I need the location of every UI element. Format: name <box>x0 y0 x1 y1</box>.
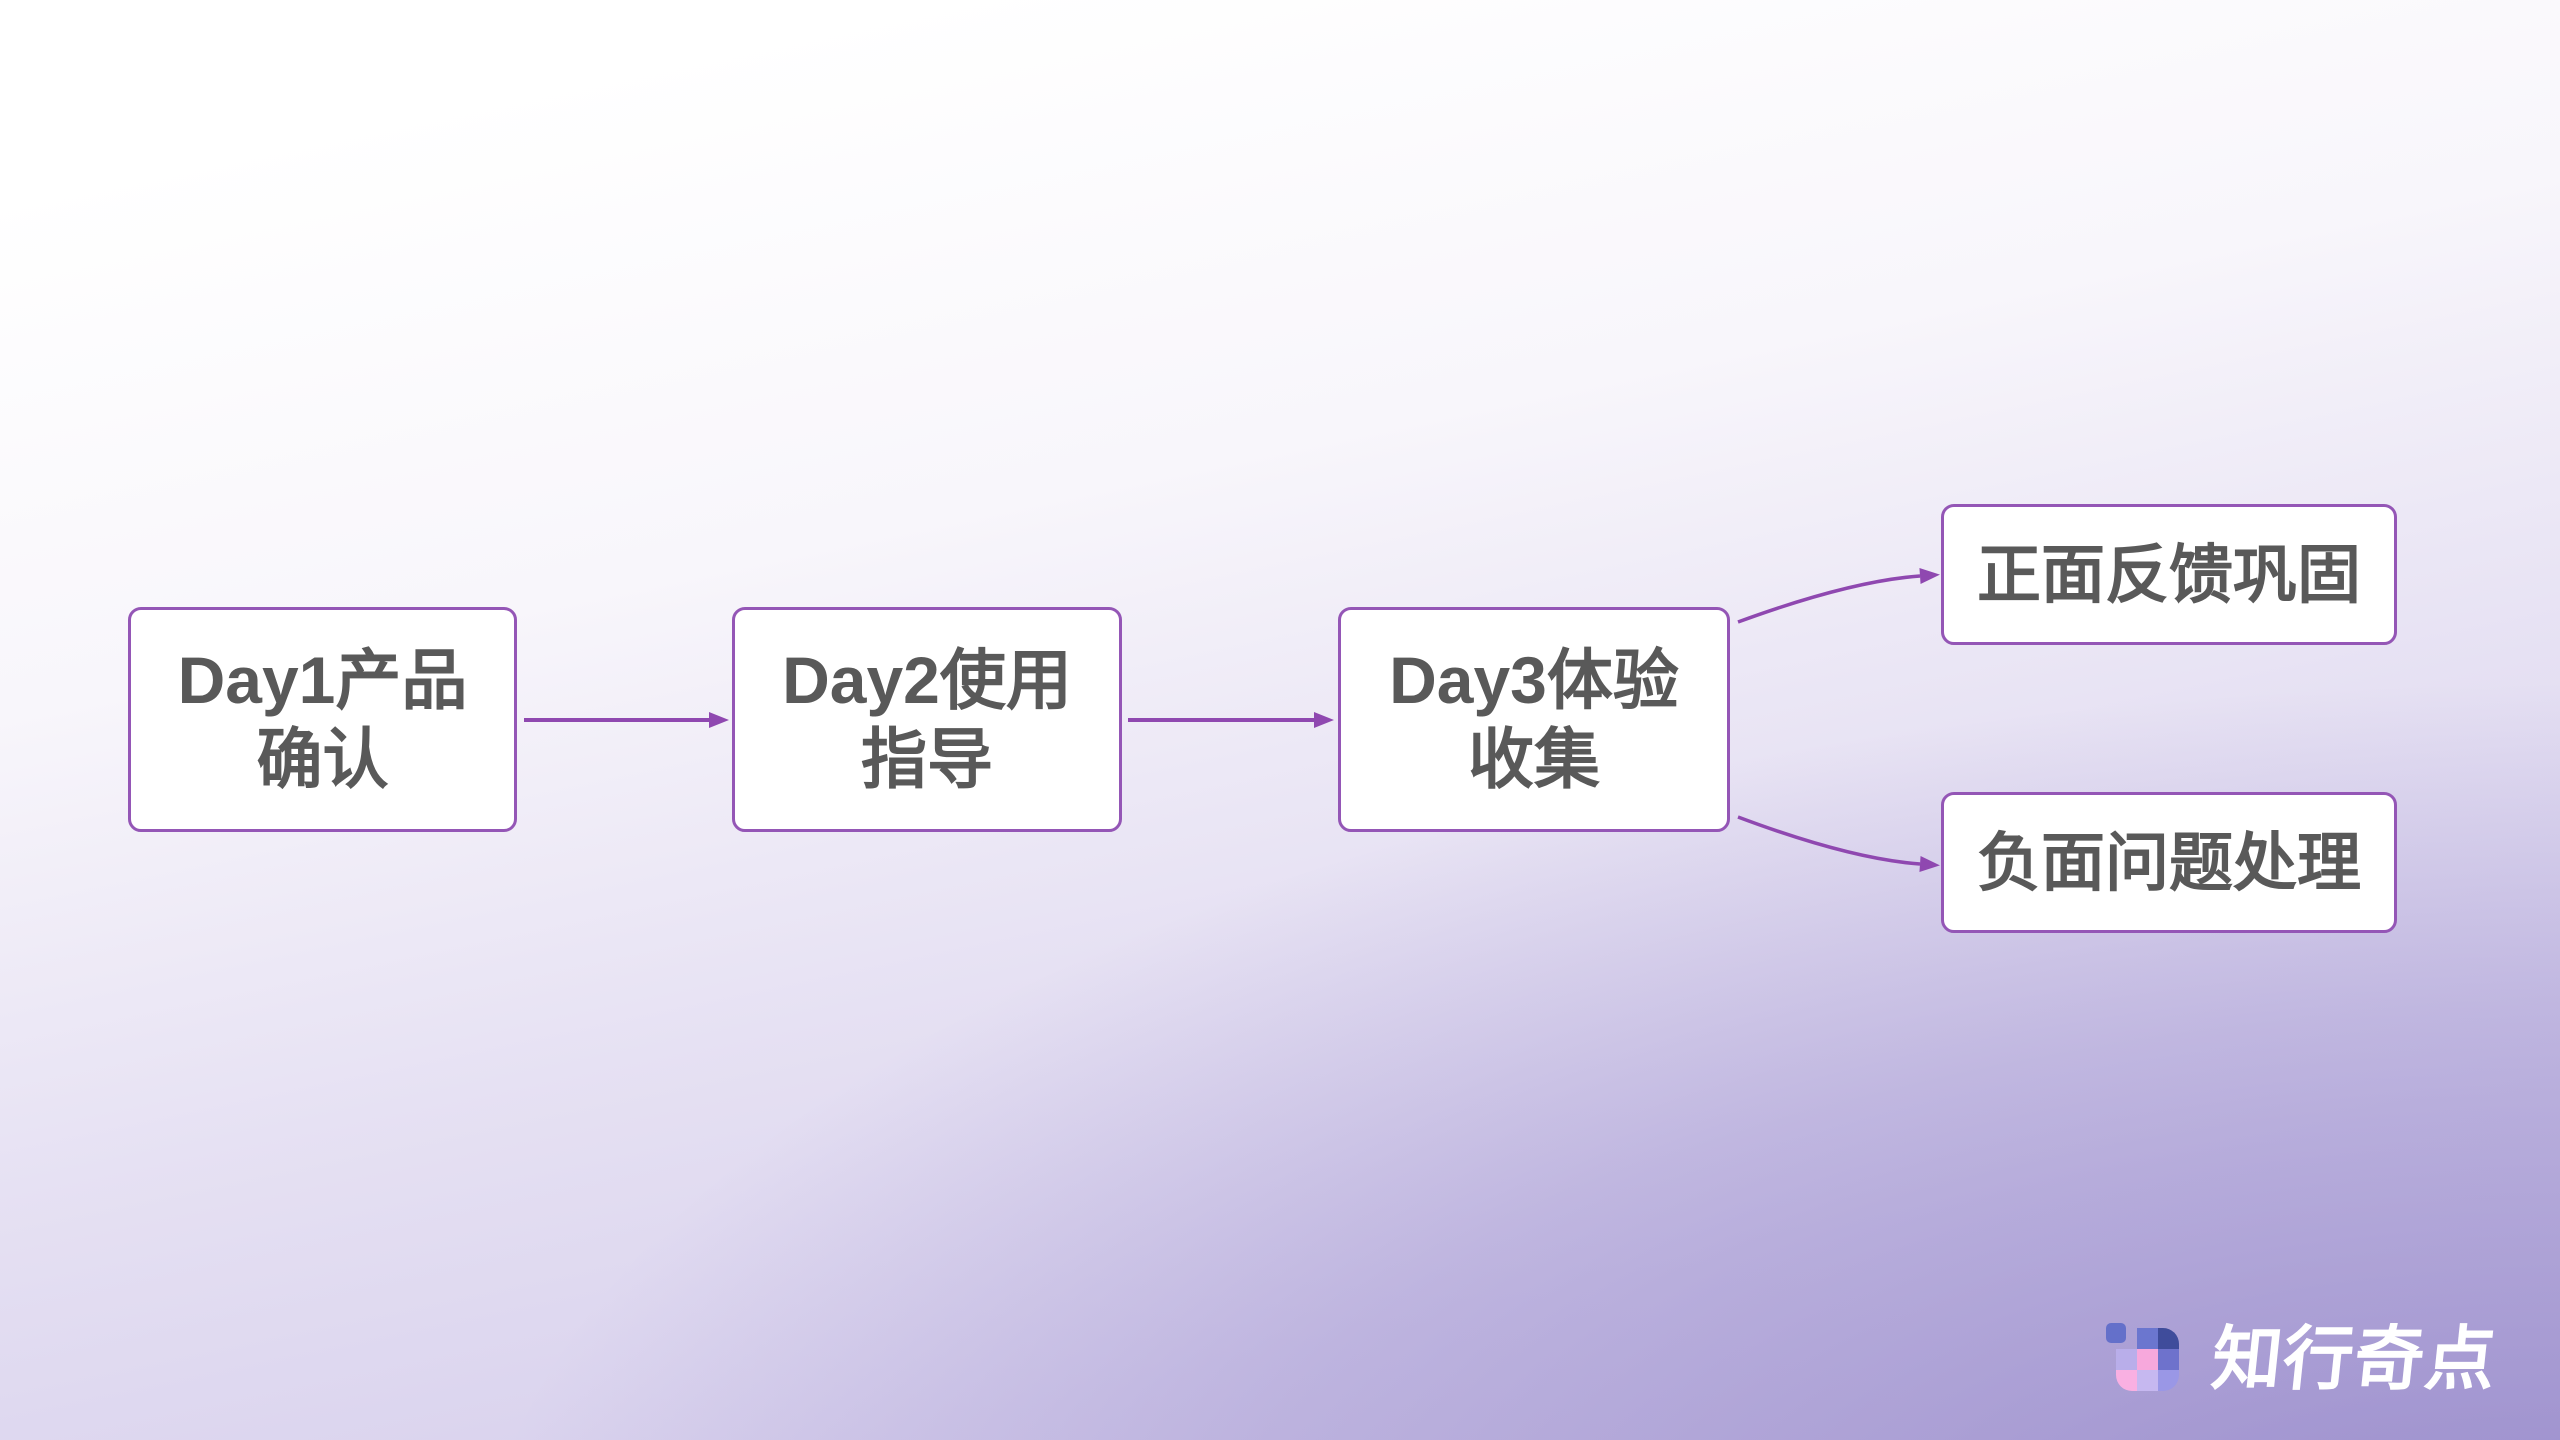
grid-tile <box>2137 1328 2158 1349</box>
flow-node-negative-issues: 负面问题处理 <box>1941 792 2397 933</box>
flow-node-day1-line1: Day1产品 <box>177 642 468 717</box>
flow-node-negative-issues-label: 负面问题处理 <box>1977 826 2361 899</box>
grid-tile-matrix <box>2116 1328 2179 1391</box>
flow-node-day2: Day2使用 指导 <box>732 607 1122 832</box>
arrow-step3-to-positive <box>1737 568 1940 624</box>
flow-node-day1-line2: 确认 <box>256 721 389 796</box>
grid-tile <box>2116 1349 2137 1370</box>
grid-tile-empty <box>2116 1328 2137 1349</box>
brand-watermark: 知行奇点 <box>2104 1312 2501 1398</box>
grid-tile-detached <box>2106 1323 2126 1343</box>
flow-node-day2-line1: Day2使用 <box>782 642 1072 717</box>
grid-tile <box>2158 1370 2179 1391</box>
grid-tile <box>2137 1370 2158 1391</box>
arrow-step3-to-negative <box>1737 815 1940 872</box>
flow-node-day1: Day1产品 确认 <box>128 607 517 832</box>
flow-node-day3-line1: Day3体验 <box>1389 642 1679 717</box>
flow-node-day3: Day3体验 收集 <box>1338 607 1730 832</box>
brand-name: 知行奇点 <box>2208 1319 2501 1398</box>
flow-node-day2-line2: 指导 <box>861 721 993 796</box>
flow-node-positive-feedback-label: 正面反馈巩固 <box>1977 538 2361 611</box>
grid-tile <box>2116 1370 2137 1391</box>
brand-grid-icon <box>2104 1314 2180 1392</box>
flow-node-positive-feedback: 正面反馈巩固 <box>1941 504 2397 645</box>
grid-tile <box>2158 1328 2179 1349</box>
flow-node-day3-line2: 收集 <box>1468 721 1600 796</box>
grid-tile <box>2137 1349 2158 1370</box>
grid-tile <box>2158 1349 2179 1370</box>
